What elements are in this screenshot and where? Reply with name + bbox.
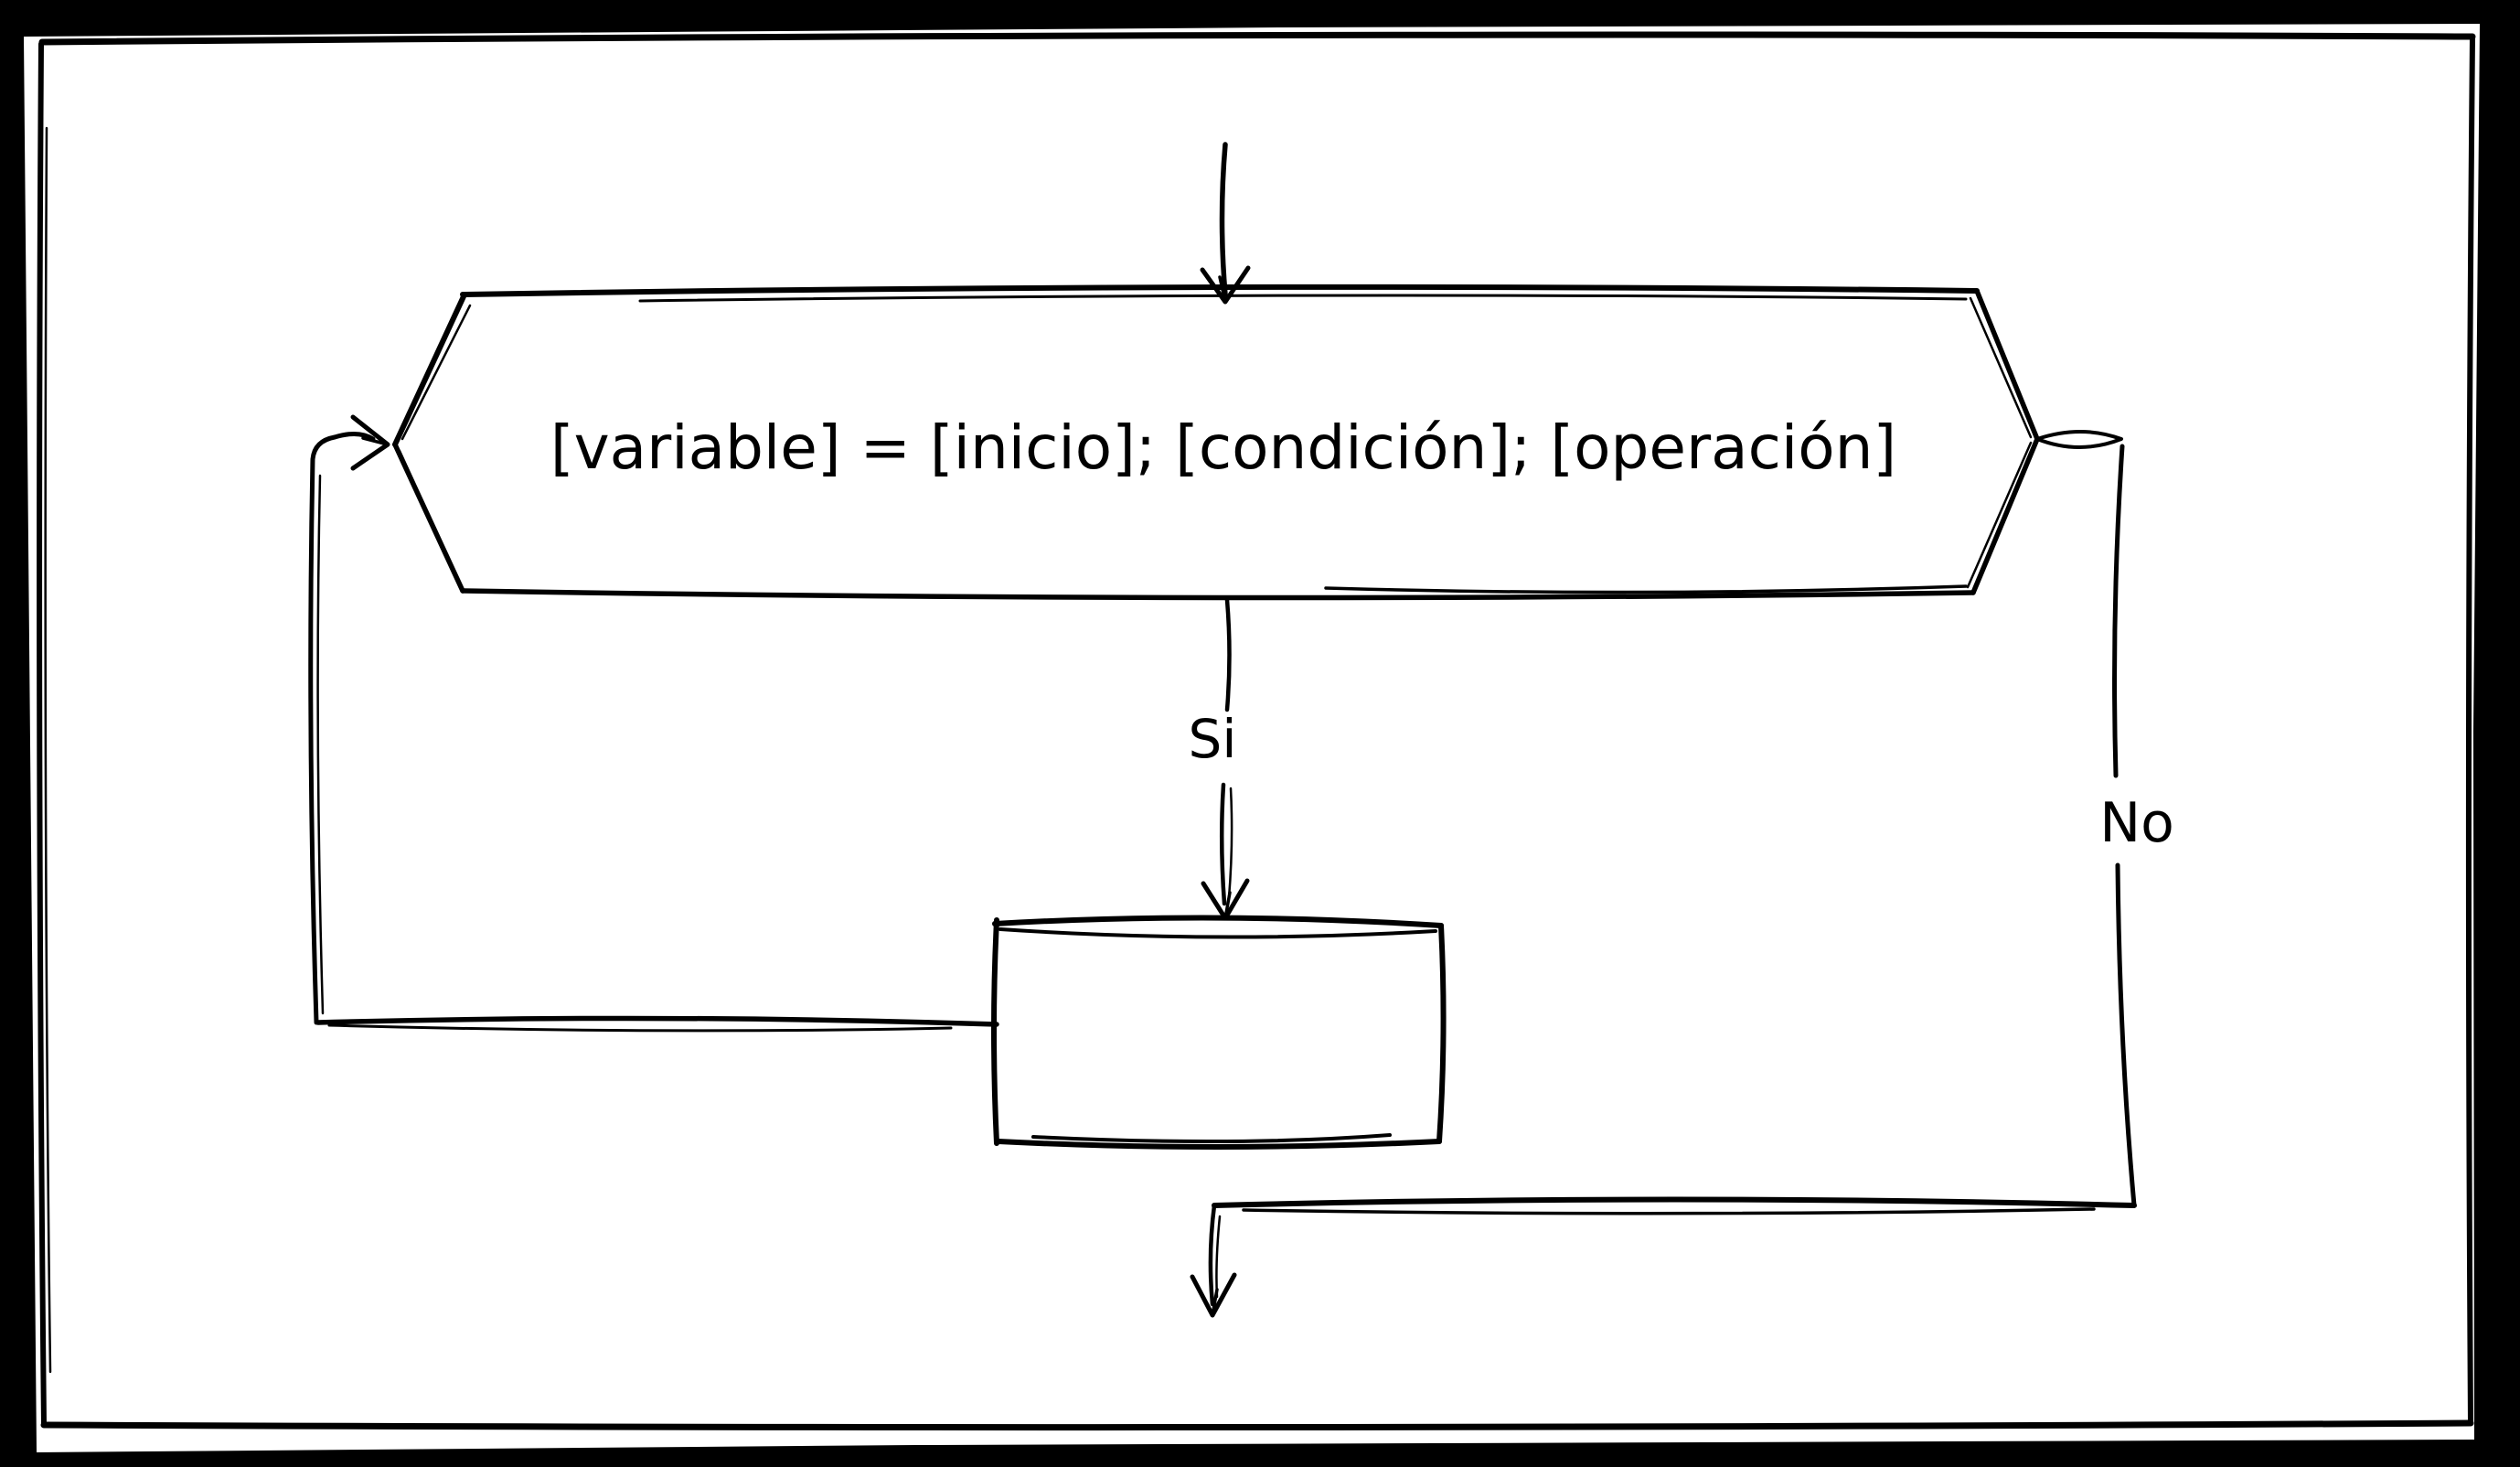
edge-no-line-vertical-upper bbox=[2112, 444, 2125, 778]
edge-si: Si bbox=[1189, 597, 1250, 921]
node-loop-condition: [variable] = [inicio]; [condición]; [ope… bbox=[392, 284, 2040, 601]
edge-entry-line bbox=[1219, 142, 1228, 297]
edge-no-line-horizontal-overdraw bbox=[1242, 1207, 2096, 1215]
hexagon-edge-bottomright bbox=[1970, 436, 2040, 595]
paper bbox=[24, 24, 2480, 1452]
rectangle-edge-top-overdraw bbox=[998, 927, 1437, 939]
hexagon-edge-topleft-overdraw bbox=[400, 304, 472, 441]
edge-loopback-line-horizontal-overdraw bbox=[327, 1023, 953, 1033]
hexagon-edge-topleft bbox=[392, 292, 467, 447]
edge-label-si: Si bbox=[1189, 708, 1237, 770]
edge-no-start-loop bbox=[2035, 430, 2123, 449]
edge-loopback-arrowhead-notch bbox=[361, 436, 390, 446]
hexagon-edge-bottomright-overdraw bbox=[1966, 441, 2033, 589]
paper-border-right bbox=[2465, 34, 2475, 1426]
node-loop-body bbox=[991, 915, 1447, 1150]
edge-si-line-lower bbox=[1219, 782, 1227, 906]
edge-no-line-exit bbox=[1208, 1203, 1217, 1307]
rectangle-edge-top bbox=[992, 915, 1444, 928]
hexagon-edge-topright-overdraw bbox=[1969, 296, 2033, 439]
edge-loopback-line-vertical-overdraw bbox=[316, 474, 325, 1015]
hexagon-edge-top-overdraw bbox=[638, 294, 1968, 303]
edge-label-no: No bbox=[2099, 791, 2174, 855]
edge-no-line-horizontal bbox=[1212, 1196, 2137, 1208]
paper-border-left-overdraw bbox=[44, 126, 52, 1374]
hexagon-edge-topright bbox=[1974, 288, 2040, 442]
paper-border-top bbox=[38, 31, 2476, 46]
edge-loopback-line-horizontal bbox=[315, 1015, 999, 1027]
edge-si-line-upper bbox=[1224, 597, 1232, 712]
rectangle-edge-right bbox=[1436, 923, 1447, 1144]
edge-no-arrowhead-notch bbox=[1211, 1288, 1219, 1317]
condition-label: [variable] = [inicio]; [condición]; [ope… bbox=[550, 412, 1896, 483]
edge-loopback bbox=[308, 414, 999, 1033]
rectangle-edge-left bbox=[991, 917, 999, 1146]
paper-border-left bbox=[37, 41, 47, 1428]
edge-si-arrowhead-notch bbox=[1223, 891, 1232, 920]
hexagon-edge-top bbox=[460, 284, 1980, 297]
hexagon-edge-bottom-overdraw bbox=[1324, 584, 1968, 594]
rectangle-edge-bottom-overdraw bbox=[1031, 1133, 1392, 1144]
edge-no-line-vertical-lower bbox=[2115, 862, 2137, 1208]
rectangle-edge-bottom bbox=[996, 1139, 1442, 1150]
hexagon-edge-bottom bbox=[460, 588, 1976, 601]
edge-loopback-line-vertical bbox=[308, 434, 337, 1025]
edge-si-line-lower-overdraw bbox=[1227, 787, 1233, 900]
paper-border-bottom bbox=[40, 1419, 2474, 1431]
edge-loopback-line-end bbox=[332, 432, 376, 442]
edge-no: No bbox=[1190, 430, 2174, 1318]
paper-border bbox=[37, 31, 2476, 1431]
hexagon-edge-bottomleft-overdraw bbox=[398, 449, 462, 586]
